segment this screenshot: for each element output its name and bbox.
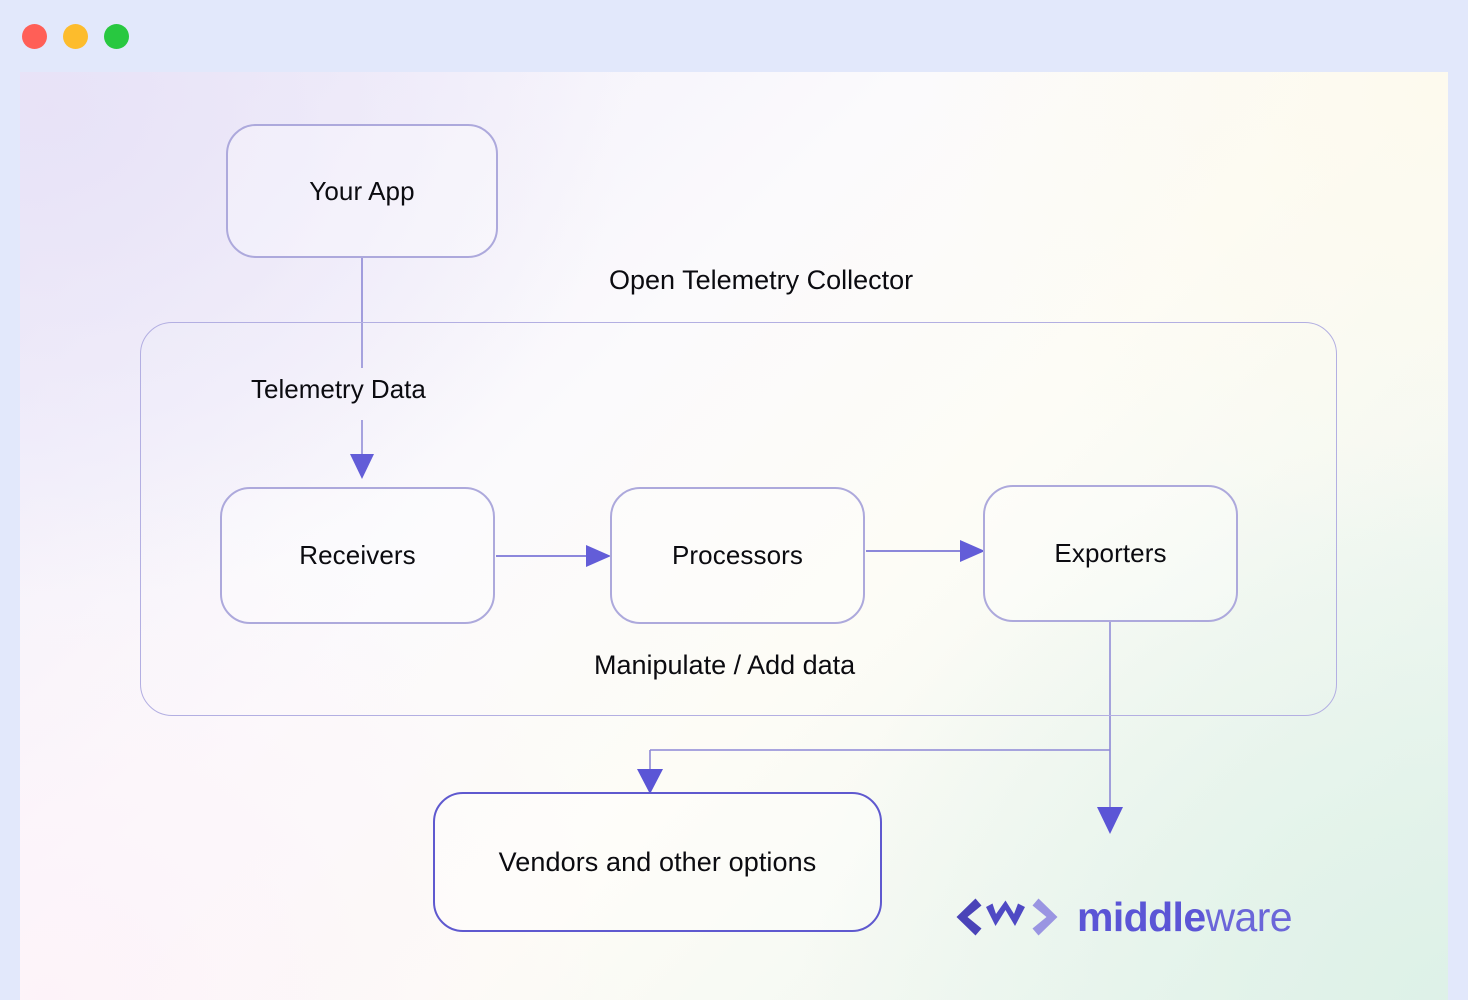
node-exporters-label: Exporters: [1054, 538, 1167, 568]
open-telemetry-collector-container: [140, 322, 1337, 716]
node-vendors-label: Vendors and other options: [498, 846, 817, 877]
middleware-wordmark: middleware: [1077, 893, 1293, 940]
telemetry-data-label: Telemetry Data: [251, 374, 426, 404]
window-titlebar: [0, 0, 1468, 72]
node-receivers-label: Receivers: [299, 540, 416, 570]
maximize-button[interactable]: [104, 23, 129, 49]
node-receivers[interactable]: Receivers: [220, 487, 495, 624]
node-exporters[interactable]: Exporters: [983, 485, 1238, 622]
middleware-word-light: ware: [1205, 893, 1293, 940]
node-vendors-and-other-options[interactable]: Vendors and other options: [433, 792, 882, 932]
close-button[interactable]: [22, 23, 47, 49]
node-your-app[interactable]: Your App: [226, 124, 498, 258]
collector-title-label: Open Telemetry Collector: [609, 265, 914, 295]
node-your-app-label: Your App: [309, 175, 415, 206]
middleware-mark-icon: [956, 898, 1058, 936]
middleware-logo[interactable]: middleware: [955, 893, 1293, 940]
minimize-button[interactable]: [63, 23, 88, 49]
diagram-canvas: Open Telemetry Collector Telemetry Data …: [20, 72, 1448, 1000]
node-processors[interactable]: Processors: [610, 487, 865, 624]
manipulate-add-data-label: Manipulate / Add data: [594, 650, 856, 680]
node-processors-label: Processors: [671, 540, 804, 570]
middleware-word-bold: middle: [1077, 893, 1206, 940]
